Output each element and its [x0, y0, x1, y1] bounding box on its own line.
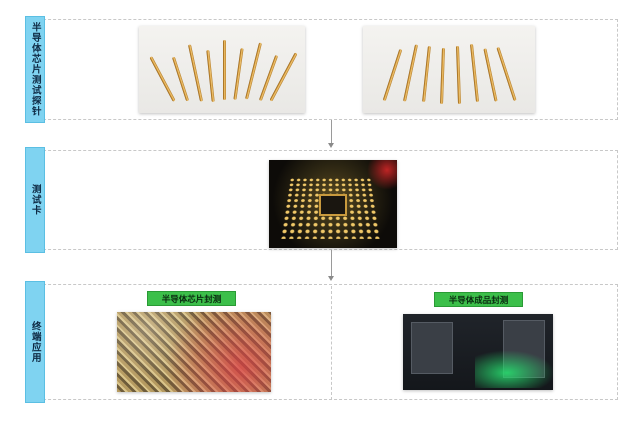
probe-pin — [440, 47, 445, 105]
probe-pin — [223, 40, 226, 100]
probe-pin — [483, 48, 498, 102]
chip-packaging-test-photo — [117, 312, 271, 392]
probe-pins-photo-right — [363, 26, 535, 113]
flow-arrow-line — [331, 120, 332, 143]
probe-pins-photo-left — [139, 26, 305, 113]
probe-pin — [245, 42, 262, 100]
probe-pin — [149, 56, 176, 102]
probe-pin — [455, 45, 462, 105]
probe-pin — [382, 48, 403, 102]
probe-pin — [206, 49, 215, 103]
section-label-probes: 半导体芯片测试探针 — [25, 16, 45, 123]
tag-finished-product-test: 半导体成品封测 — [434, 292, 523, 307]
probe-pin — [171, 56, 190, 102]
tag-chip-packaging-test: 半导体芯片封测 — [147, 291, 236, 306]
chip-die — [319, 194, 347, 216]
applications-divider — [331, 286, 332, 400]
green-light — [475, 350, 553, 388]
chip-highlight — [367, 160, 397, 190]
finished-product-test-photo — [403, 314, 553, 390]
section-test-card: 测试卡 — [25, 147, 618, 253]
section-label-text: 测试卡 — [29, 184, 41, 216]
test-card-chip-photo — [269, 160, 397, 248]
probe-pin — [422, 45, 431, 103]
equipment-block — [411, 322, 453, 374]
section-label-test-card: 测试卡 — [25, 147, 45, 253]
pcb-glow — [117, 312, 271, 392]
probe-pin — [188, 44, 203, 102]
section-label-applications: 终端应用 — [25, 281, 45, 403]
flow-arrow-head — [328, 143, 334, 148]
flow-arrow-line — [331, 250, 332, 276]
section-label-text: 半导体芯片测试探针 — [29, 22, 41, 117]
probe-pin — [496, 46, 517, 102]
probe-pin — [469, 44, 480, 102]
flow-arrow-head — [328, 276, 334, 281]
section-probes: 半导体芯片测试探针 — [25, 16, 618, 123]
section-label-text: 终端应用 — [29, 321, 41, 363]
probe-pin — [403, 44, 418, 102]
probe-pin — [233, 48, 244, 100]
